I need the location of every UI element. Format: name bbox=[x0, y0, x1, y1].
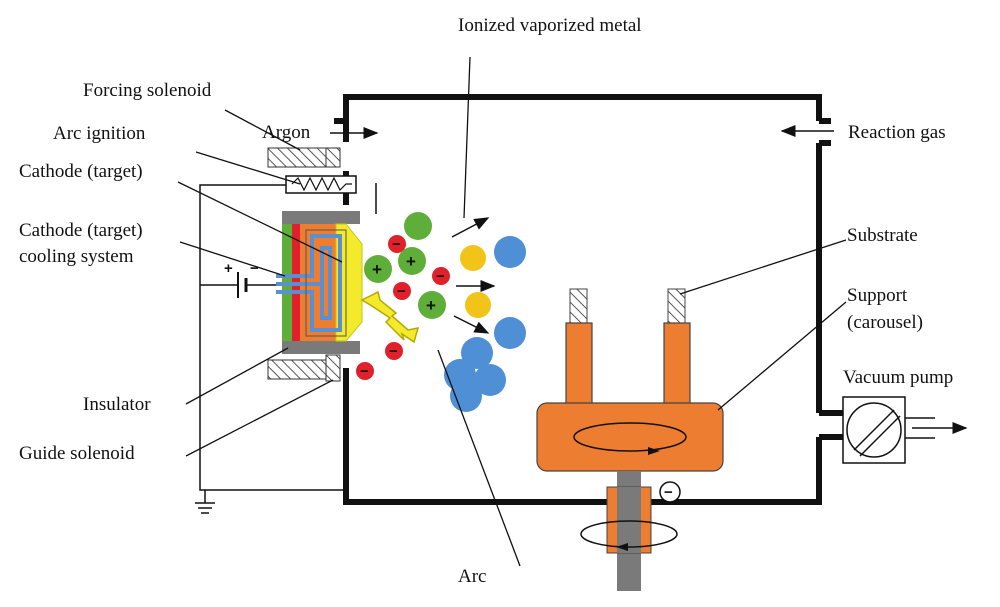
metal-particles-blue bbox=[444, 236, 526, 412]
substrate-bias-symbol bbox=[659, 481, 681, 503]
plus-sign: + bbox=[426, 296, 436, 315]
positive-metal-ions: + + + bbox=[364, 212, 446, 319]
metal-particles-yellow bbox=[460, 245, 491, 318]
label-guide-solenoid: Guide solenoid bbox=[19, 443, 135, 464]
shaft-rotation-arrow bbox=[616, 543, 628, 551]
minus-sign: − bbox=[360, 363, 369, 380]
solenoid-bracket-bottom bbox=[325, 354, 341, 382]
battery-minus-sign: − bbox=[250, 260, 259, 277]
pump-diagonal bbox=[859, 415, 901, 457]
minus-sign: − bbox=[436, 268, 445, 285]
solenoid-bracket-top bbox=[325, 147, 341, 168]
wiring bbox=[195, 183, 377, 514]
label-insulator: Insulator bbox=[83, 394, 151, 415]
cathode-target bbox=[335, 223, 363, 342]
arc-ignition-zigzag bbox=[291, 176, 352, 192]
label-arc: Arc bbox=[458, 566, 486, 587]
carousel-post-right bbox=[663, 322, 691, 414]
shaft-core bbox=[617, 487, 641, 553]
substrate-left bbox=[569, 288, 588, 324]
label-arc-ignition: Arc ignition bbox=[53, 123, 146, 144]
substrate-bias-sign: − bbox=[664, 484, 673, 501]
label-support-line1: Support bbox=[847, 285, 908, 306]
label-substrate: Substrate bbox=[847, 225, 918, 246]
minus-sign: − bbox=[392, 236, 401, 253]
minus-sign: − bbox=[397, 283, 406, 300]
battery-plus-sign: + bbox=[224, 260, 233, 277]
arc-bolt bbox=[360, 290, 420, 344]
plus-sign: + bbox=[406, 252, 416, 271]
label-cooling-line1: Cathode (target) bbox=[19, 220, 143, 241]
label-ionized-metal: Ionized vaporized metal bbox=[458, 15, 642, 36]
carousel-rotation bbox=[573, 422, 687, 452]
insulator-top bbox=[282, 211, 360, 224]
cooling-channel-outline bbox=[305, 229, 347, 337]
battery: + − bbox=[224, 260, 259, 298]
pump-diagonal bbox=[853, 409, 895, 451]
label-cathode-target: Cathode (target) bbox=[19, 161, 143, 182]
carousel-base bbox=[536, 402, 724, 472]
label-vacuum-pump: Vacuum pump bbox=[843, 367, 953, 388]
electrons: − − − − − bbox=[356, 235, 450, 380]
vacuum-chamber bbox=[334, 94, 843, 505]
leader-lines bbox=[177, 56, 847, 567]
label-forcing-solenoid: Forcing solenoid bbox=[83, 80, 212, 101]
cooling-channels bbox=[276, 234, 342, 332]
substrate-right bbox=[667, 288, 686, 324]
forcing-solenoid bbox=[267, 147, 327, 168]
minus-sign: − bbox=[389, 343, 398, 360]
label-reaction-gas: Reaction gas bbox=[848, 122, 946, 143]
shaft-rotation bbox=[580, 520, 678, 548]
label-cooling-line2: cooling system bbox=[19, 246, 134, 267]
particle-arrows bbox=[451, 217, 496, 334]
vacuum-pump-rotor bbox=[846, 402, 902, 458]
label-argon: Argon bbox=[262, 122, 311, 143]
label-support-line2: (carousel) bbox=[847, 312, 923, 333]
carousel-post-left bbox=[565, 322, 593, 414]
insulator-bottom bbox=[282, 341, 360, 354]
carousel-rotation-arrow bbox=[648, 447, 660, 455]
plus-sign: + bbox=[372, 260, 382, 279]
guide-solenoid bbox=[267, 359, 327, 380]
